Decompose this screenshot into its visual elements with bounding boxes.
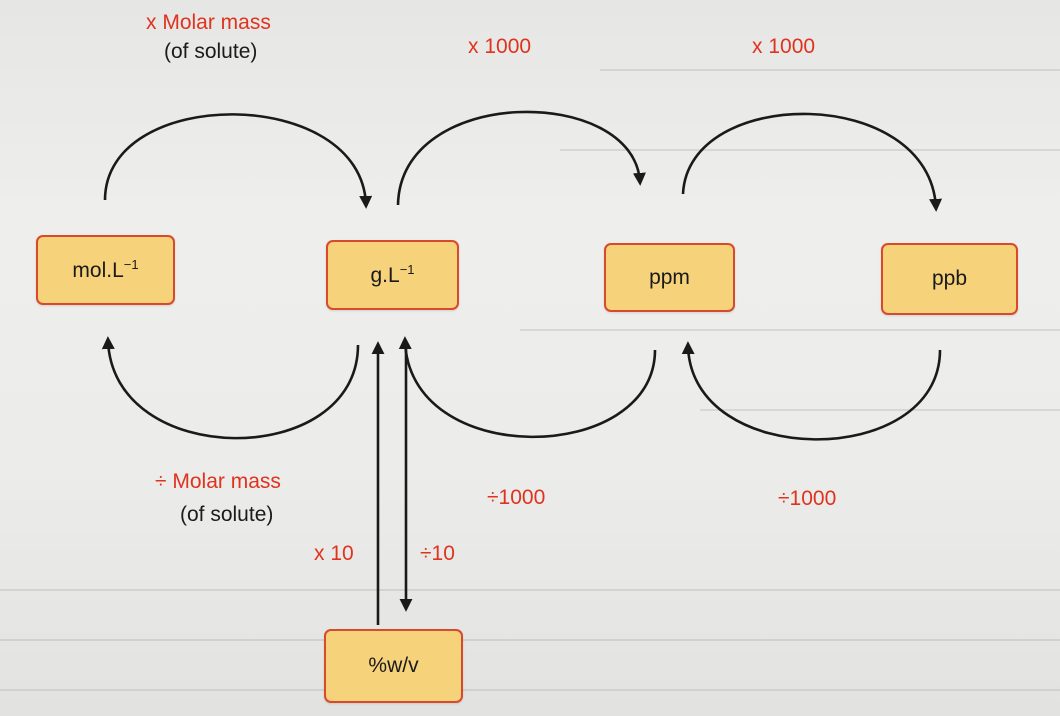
label-of-solute-top: (of solute) (164, 40, 258, 63)
unit-wv-label: %w/v (368, 654, 419, 677)
label-ppm-to-gl-divide-1000: ÷1000 (487, 486, 546, 509)
arrow-gl-to-ppm (396, 110, 646, 206)
unit-box-gram-per-litre: g.L−1 (326, 240, 459, 310)
arrow-gl-to-mol (101, 336, 360, 440)
label-ppm-to-ppb-times-1000: x 1000 (752, 35, 816, 58)
label-gl-to-wv-divide-10: ÷10 (420, 542, 455, 565)
label-times-molar-mass: x Molar mass (146, 11, 271, 34)
unit-mol-label: mol.L−1 (72, 257, 139, 282)
arrow-ppb-to-ppm (681, 341, 942, 441)
unit-box-percent-wv: %w/v (324, 629, 463, 703)
arrow-mol-to-gl (103, 113, 373, 209)
arrow-ppm-to-ppb (681, 112, 943, 212)
unit-ppb-label: ppb (931, 267, 968, 290)
arrow-ppm-to-gl (398, 336, 657, 439)
unit-gl-label: g.L−1 (370, 262, 415, 287)
label-divide-molar-mass: ÷ Molar mass (155, 470, 281, 493)
label-of-solute-bottom: (of solute) (180, 503, 274, 526)
label-wv-to-gl-times-10: x 10 (314, 542, 354, 565)
unit-box-ppb: ppb (881, 243, 1018, 315)
unit-ppm-label: ppm (649, 265, 690, 289)
unit-box-mol-per-litre: mol.L−1 (36, 235, 175, 305)
label-gl-to-ppm-times-1000: x 1000 (468, 35, 532, 58)
label-ppb-to-ppm-divide-1000: ÷1000 (778, 487, 837, 510)
unit-box-ppm: ppm (604, 243, 735, 312)
